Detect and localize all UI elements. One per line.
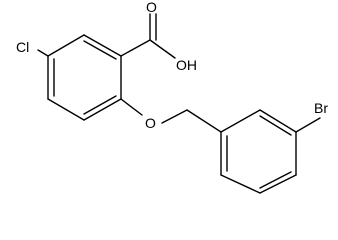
left-benzene-ring <box>47 34 122 121</box>
bromo-bond <box>295 117 321 133</box>
carboxylic-acid-group <box>120 13 176 59</box>
chloro-label: Cl <box>16 39 29 55</box>
carbonyl-oxygen-label: O <box>146 0 157 15</box>
hydroxyl-label: OH <box>176 57 197 73</box>
bromo-label: Br <box>314 100 328 116</box>
ether-linkage <box>120 98 222 133</box>
chloro-bond <box>37 49 49 57</box>
right-benzene-ring <box>220 109 297 194</box>
chemical-structure-diagram: O OH Cl O Br <box>16 0 328 194</box>
ether-oxygen-label: O <box>145 115 156 131</box>
